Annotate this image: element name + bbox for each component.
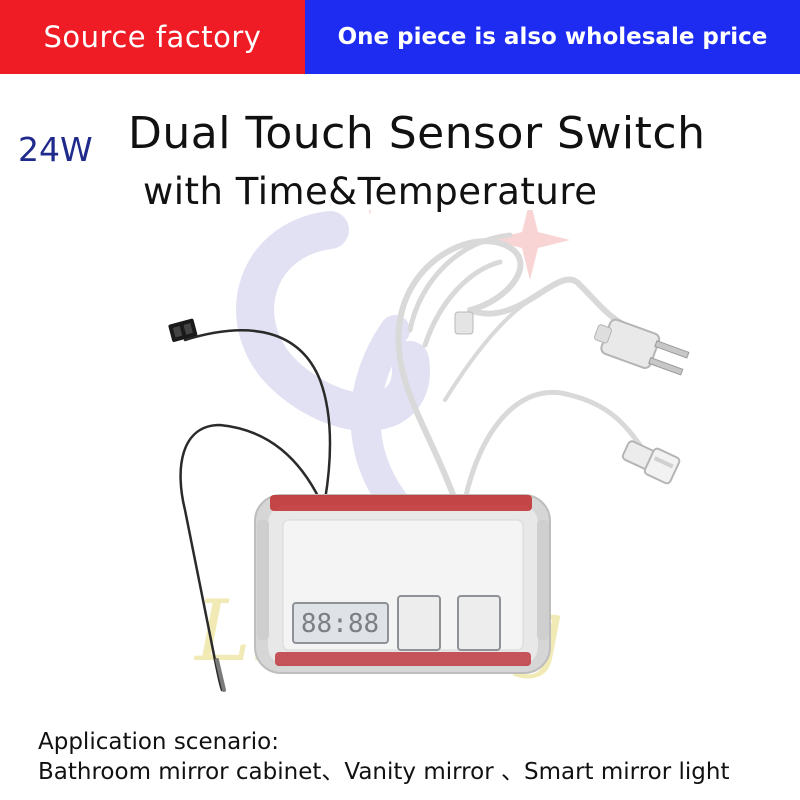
cable-tie <box>454 311 474 335</box>
power-cable <box>395 232 638 503</box>
product-title: Dual Touch Sensor Switch <box>128 108 706 159</box>
wholesale-price-badge: One piece is also wholesale price <box>305 0 800 74</box>
brand-logo-watermark <box>236 210 570 525</box>
dc-connector-icon <box>621 440 681 485</box>
touch-sensor-switch-box: 88:88 <box>254 494 551 674</box>
power-rating: 24W <box>18 130 93 169</box>
temperature-probe-icon <box>215 658 226 692</box>
promo-banner: Source factory One piece is also wholesa… <box>0 0 800 74</box>
product-photo: Lianxing <box>168 210 690 692</box>
jst-connector-icon <box>168 318 198 342</box>
touch-key-right <box>457 595 501 651</box>
product-subtitle: with Time&Temperature <box>143 170 598 213</box>
connector-cable <box>462 389 643 503</box>
power-plug-icon <box>594 318 690 376</box>
application-label: Application scenario: <box>38 729 279 755</box>
application-section: Application scenario: Bathroom mirror ca… <box>38 727 729 787</box>
touch-key-left <box>397 595 441 651</box>
application-items: Bathroom mirror cabinet、Vanity mirror 、S… <box>38 759 730 785</box>
digital-display <box>292 602 389 644</box>
source-factory-badge: Source factory <box>0 0 305 74</box>
display-digits: 88:88 <box>301 609 379 639</box>
